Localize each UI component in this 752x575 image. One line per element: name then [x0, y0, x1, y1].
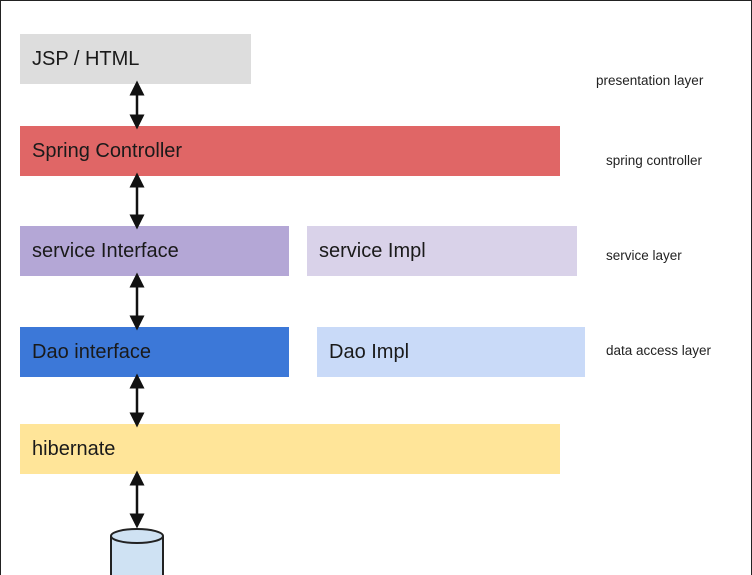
jsp-html-box: JSP / HTML [20, 34, 251, 84]
dao-interface-label: Dao interface [32, 340, 151, 363]
jsp-html-label: JSP / HTML [32, 47, 140, 70]
service-interface-box: service Interface [20, 226, 289, 276]
service-impl-box: service Impl [307, 226, 577, 276]
dao-interface-box: Dao interface [20, 327, 289, 377]
spring-controller-label: Spring Controller [32, 139, 183, 162]
dao-impl-label: Dao Impl [329, 340, 410, 363]
spring-controller-layer-label: spring controller [606, 153, 703, 168]
service-impl-label: service Impl [319, 239, 426, 262]
dao-impl-box: Dao Impl [317, 327, 585, 377]
service-layer-label: service layer [606, 248, 682, 263]
service-interface-label: service Interface [32, 239, 179, 262]
database-icon [110, 528, 164, 575]
presentation-layer-label: presentation layer [596, 73, 704, 88]
spring-controller-box: Spring Controller [20, 126, 560, 176]
hibernate-label: hibernate [32, 437, 116, 460]
data-access-layer-label: data access layer [606, 343, 712, 358]
hibernate-box: hibernate [20, 424, 560, 474]
